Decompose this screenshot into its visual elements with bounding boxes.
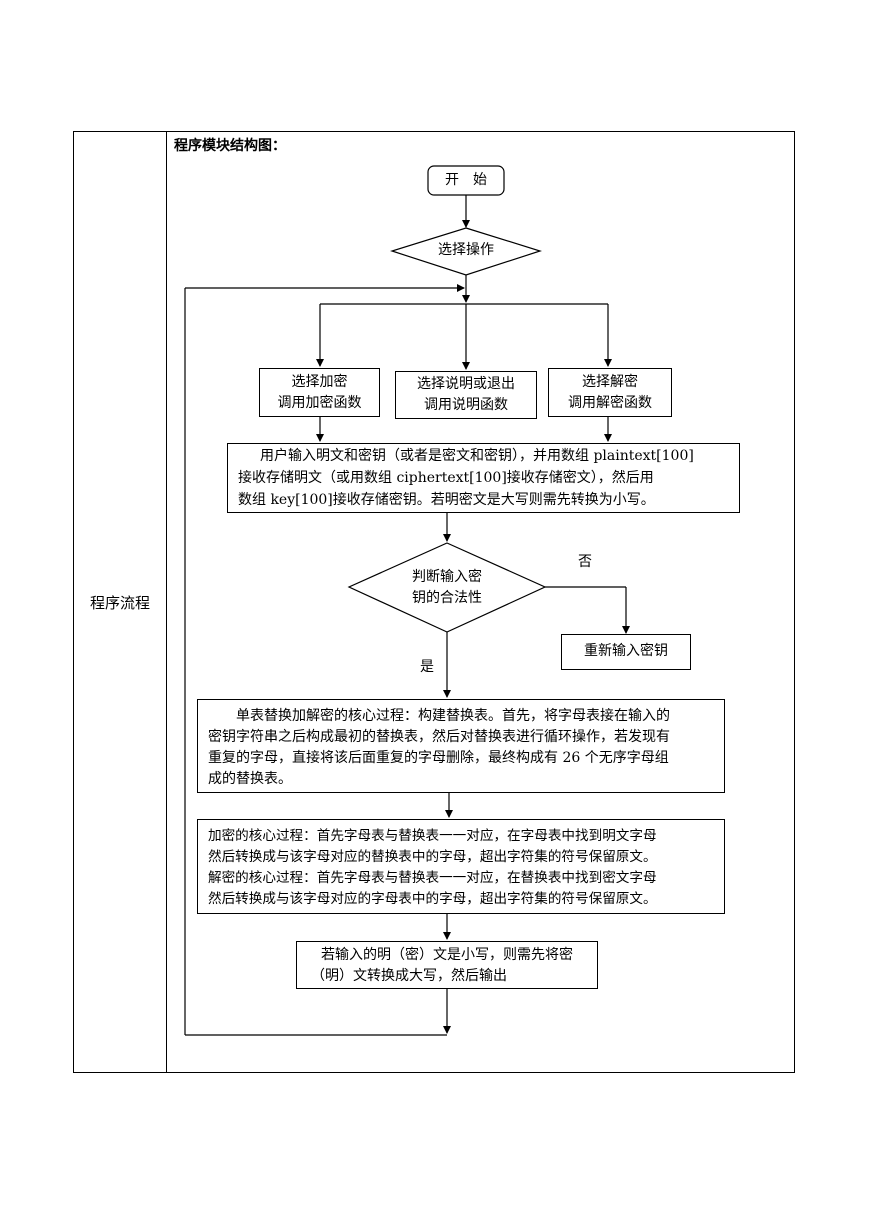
table-outer <box>73 131 795 1073</box>
core-line-4: 然后转换成与该字母对应的字母表中的字母，超出字符集的符号保留原文。 <box>208 891 657 907</box>
decrypt-line-2: 调用解密函数 <box>568 395 652 411</box>
core-line-1: 加密的核心过程：首先字母表与替换表一一对应，在字母表中找到明文字母 <box>208 828 657 844</box>
section-title: 程序模块结构图： <box>174 138 286 154</box>
validate-line-2: 钥的合法性 <box>412 590 482 606</box>
reinput-label: 重新输入密钥 <box>584 643 668 659</box>
encrypt-line-2: 调用加密函数 <box>277 395 362 411</box>
validate-label: 判断输入密 钥的合法性 <box>387 567 507 609</box>
yes-label: 是 <box>420 659 434 675</box>
validate-line-1: 判断输入密 <box>412 569 482 585</box>
output-line-1: 若输入的明（密）文是小写，则需先将密 <box>321 947 573 963</box>
core-line-2: 然后转换成与该字母对应的替换表中的字母，超出字符集的符号保留原文。 <box>208 849 657 865</box>
build-line-1: 单表替换加解密的核心过程：构建替换表。首先，将字母表接在输入的 <box>236 708 670 724</box>
build-line-2: 密钥字符串之后构成最初的替换表，然后对替换表进行循环操作，若发现有 <box>208 729 670 745</box>
output-box: 若输入的明（密）文是小写，则需先将密 （明）文转换成大写，然后输出 <box>296 941 598 989</box>
core-line-3: 解密的核心过程：首先字母表与替换表一一对应，在替换表中找到密文字母 <box>208 870 657 886</box>
help-line-1: 选择说明或退出 <box>417 376 515 392</box>
core-process-box: 加密的核心过程：首先字母表与替换表一一对应，在字母表中找到明文字母 然后转换成与… <box>197 819 725 914</box>
input-line-3: 数组 key[100]接收存储密钥。若明密文是大写则需先转换为小写。 <box>238 492 655 508</box>
reinput-box: 重新输入密钥 <box>561 634 691 670</box>
input-line-1: 用户输入明文和密钥（或者是密文和密钥），并用数组 plaintext[100] <box>260 448 694 464</box>
table-divider <box>166 131 167 1073</box>
row-label: 程序流程 <box>89 594 150 612</box>
help-line-2: 调用说明函数 <box>424 397 508 413</box>
help-box: 选择说明或退出 调用说明函数 <box>395 371 537 419</box>
output-line-2: （明）文转换成大写，然后输出 <box>311 968 507 984</box>
encrypt-box: 选择加密 调用加密函数 <box>259 368 380 417</box>
start-label: 开 始 <box>445 172 487 188</box>
select-op-label: 选择操作 <box>438 242 494 258</box>
input-box: 用户输入明文和密钥（或者是密文和密钥），并用数组 plaintext[100] … <box>227 443 740 513</box>
table-build-box: 单表替换加解密的核心过程：构建替换表。首先，将字母表接在输入的 密钥字符串之后构… <box>197 699 725 793</box>
build-line-3: 重复的字母，直接将该后面重复的字母删除，最终构成有 26 个无序字母组 <box>208 750 669 766</box>
build-line-4: 成的替换表。 <box>208 771 292 787</box>
input-line-2: 接收存储明文（或用数组 ciphertext[100]接收存储密文），然后用 <box>238 470 654 486</box>
decrypt-line-1: 选择解密 <box>582 374 638 390</box>
encrypt-line-1: 选择加密 <box>291 374 348 390</box>
no-label: 否 <box>578 554 592 570</box>
decrypt-box: 选择解密 调用解密函数 <box>548 368 672 417</box>
